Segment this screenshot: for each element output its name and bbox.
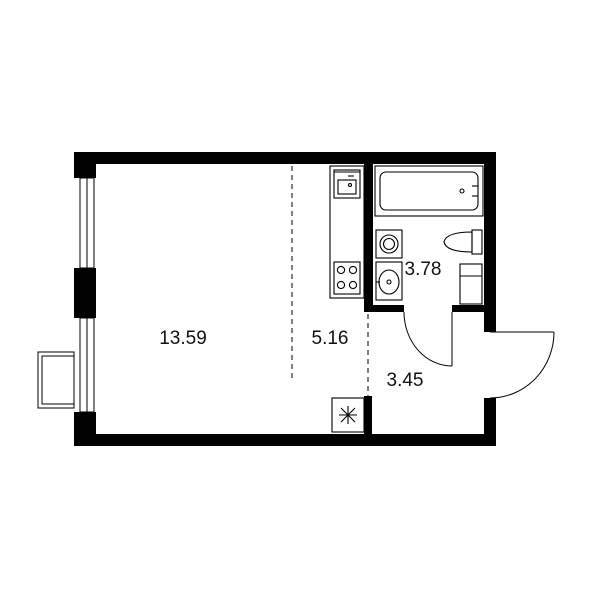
kitchen-area: 5.16 — [312, 328, 349, 349]
balcony-outline — [37, 351, 75, 409]
washing-machine-icon — [375, 229, 403, 259]
ventilation-icon — [331, 397, 365, 433]
windows — [79, 177, 95, 413]
living-room-area: 13.59 — [159, 328, 207, 349]
zone-dividers — [291, 166, 369, 396]
wall-top — [74, 152, 496, 164]
interior-walls — [364, 164, 496, 434]
entrance-door-swing — [489, 331, 555, 399]
kitchen-counter — [329, 165, 365, 299]
balcony — [37, 351, 75, 409]
doors — [403, 311, 555, 399]
bathroom-wall-bottom-left — [364, 305, 404, 312]
wall-bottom — [74, 434, 496, 446]
hall-area: 3.45 — [387, 370, 424, 391]
stove-icon — [333, 261, 361, 295]
washbasin-icon — [375, 261, 403, 301]
bathroom-area: 3.78 — [405, 259, 442, 280]
toilet-icon — [443, 229, 483, 255]
counter-outline — [329, 165, 365, 299]
wall-left-middle — [74, 268, 96, 318]
bathtub-icon — [374, 165, 484, 217]
wall-left-top — [74, 152, 96, 178]
hall-wall-stub — [364, 396, 372, 434]
exterior-walls — [74, 152, 496, 446]
cabinet-icon — [459, 263, 483, 305]
wall-left-bottom — [74, 412, 96, 446]
bathroom-wall-bottom-right — [452, 305, 496, 312]
kitchen-sink-icon — [333, 169, 361, 199]
room-labels: 13.59 5.16 3.78 3.45 — [159, 259, 441, 391]
bathroom-wall-left — [364, 164, 373, 312]
wall-right-bottom — [484, 398, 496, 446]
entrance-door[interactable] — [489, 331, 555, 399]
bathroom-door[interactable] — [403, 311, 453, 367]
bathroom-fixtures — [374, 165, 484, 305]
wall-right-top — [484, 152, 496, 332]
bathroom-door-swing — [403, 311, 453, 367]
